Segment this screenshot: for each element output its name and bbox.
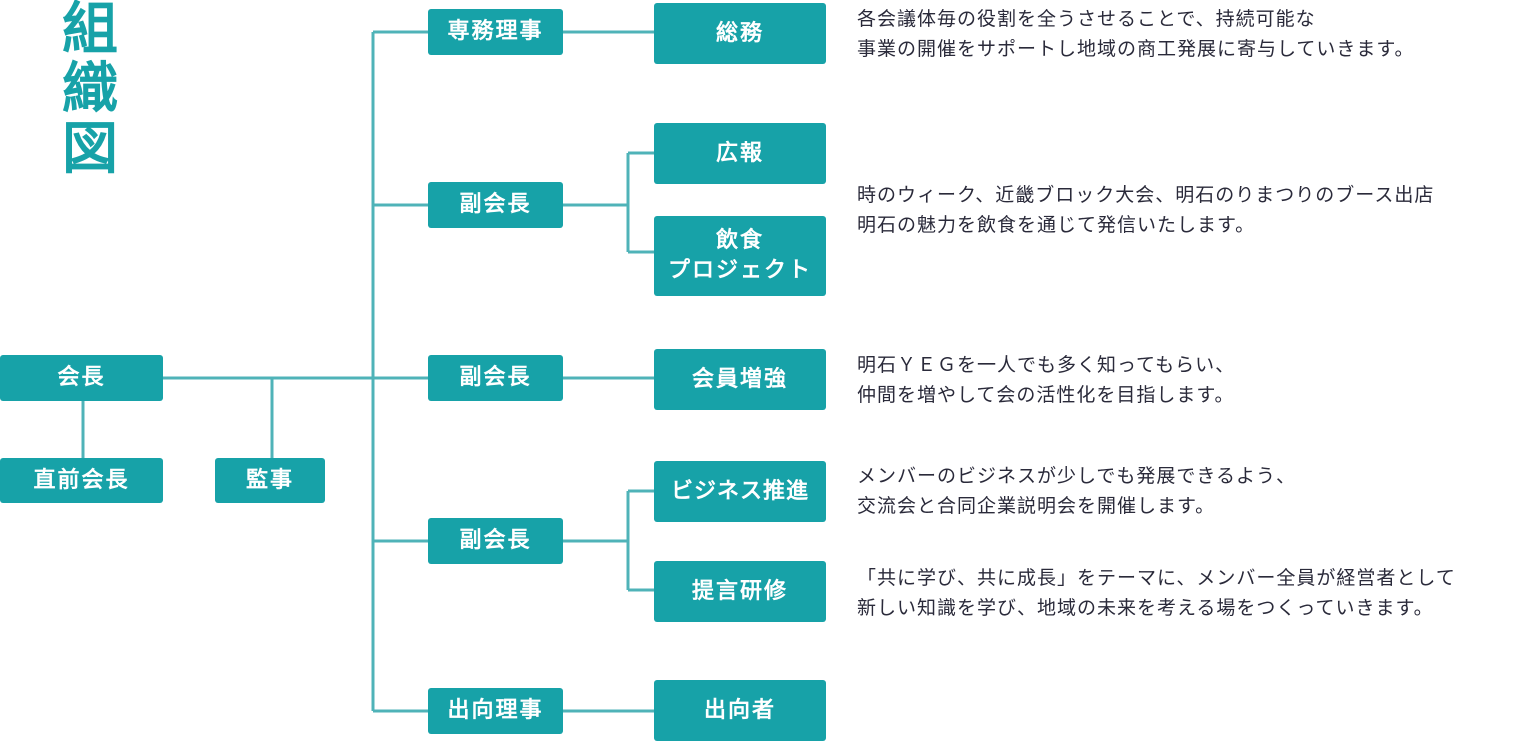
node-membership: 会員増強 xyxy=(654,349,826,410)
desc-membership: 明石ＹＥＧを一人でも多く知ってもらい、 仲間を増やして会の活性化を目指します。 xyxy=(857,354,1236,406)
node-executive-director: 専務理事 xyxy=(428,9,563,55)
node-past-chairman: 直前会長 xyxy=(0,458,163,503)
node-vice-chairman-2: 副会長 xyxy=(428,355,563,401)
node-general-affairs: 総務 xyxy=(654,3,826,64)
desc-pr-food: 時のウィーク、近畿ブロック大会、明石のりまつりのブース出店 明石の魅力を飲食を通… xyxy=(857,184,1435,236)
node-chairman: 会長 xyxy=(0,355,163,401)
node-food-project: 飲食 プロジェクト xyxy=(654,216,826,296)
page-title: 組 織 図 xyxy=(62,0,118,182)
desc-business: メンバーのビジネスが少しでも発展できるよう、 交流会と合同企業説明会を開催します… xyxy=(857,465,1297,517)
node-secondee: 出向者 xyxy=(654,680,826,741)
node-proposal: 提言研修 xyxy=(654,561,826,622)
desc-general-affairs: 各会議体毎の役割を全うさせることで、持続可能な 事業の開催をサポートし地域の商工… xyxy=(857,8,1415,60)
node-public-relations: 広報 xyxy=(654,123,826,184)
desc-proposal: 「共に学び、共に成長」をテーマに、メンバー全員が経営者として 新しい知識を学び、… xyxy=(857,567,1456,619)
node-auditor: 監事 xyxy=(215,458,325,503)
node-vice-chairman-1: 副会長 xyxy=(428,182,563,228)
node-vice-chairman-3: 副会長 xyxy=(428,518,563,564)
node-business: ビジネス推進 xyxy=(654,461,826,522)
node-secondment-director: 出向理事 xyxy=(428,688,563,734)
